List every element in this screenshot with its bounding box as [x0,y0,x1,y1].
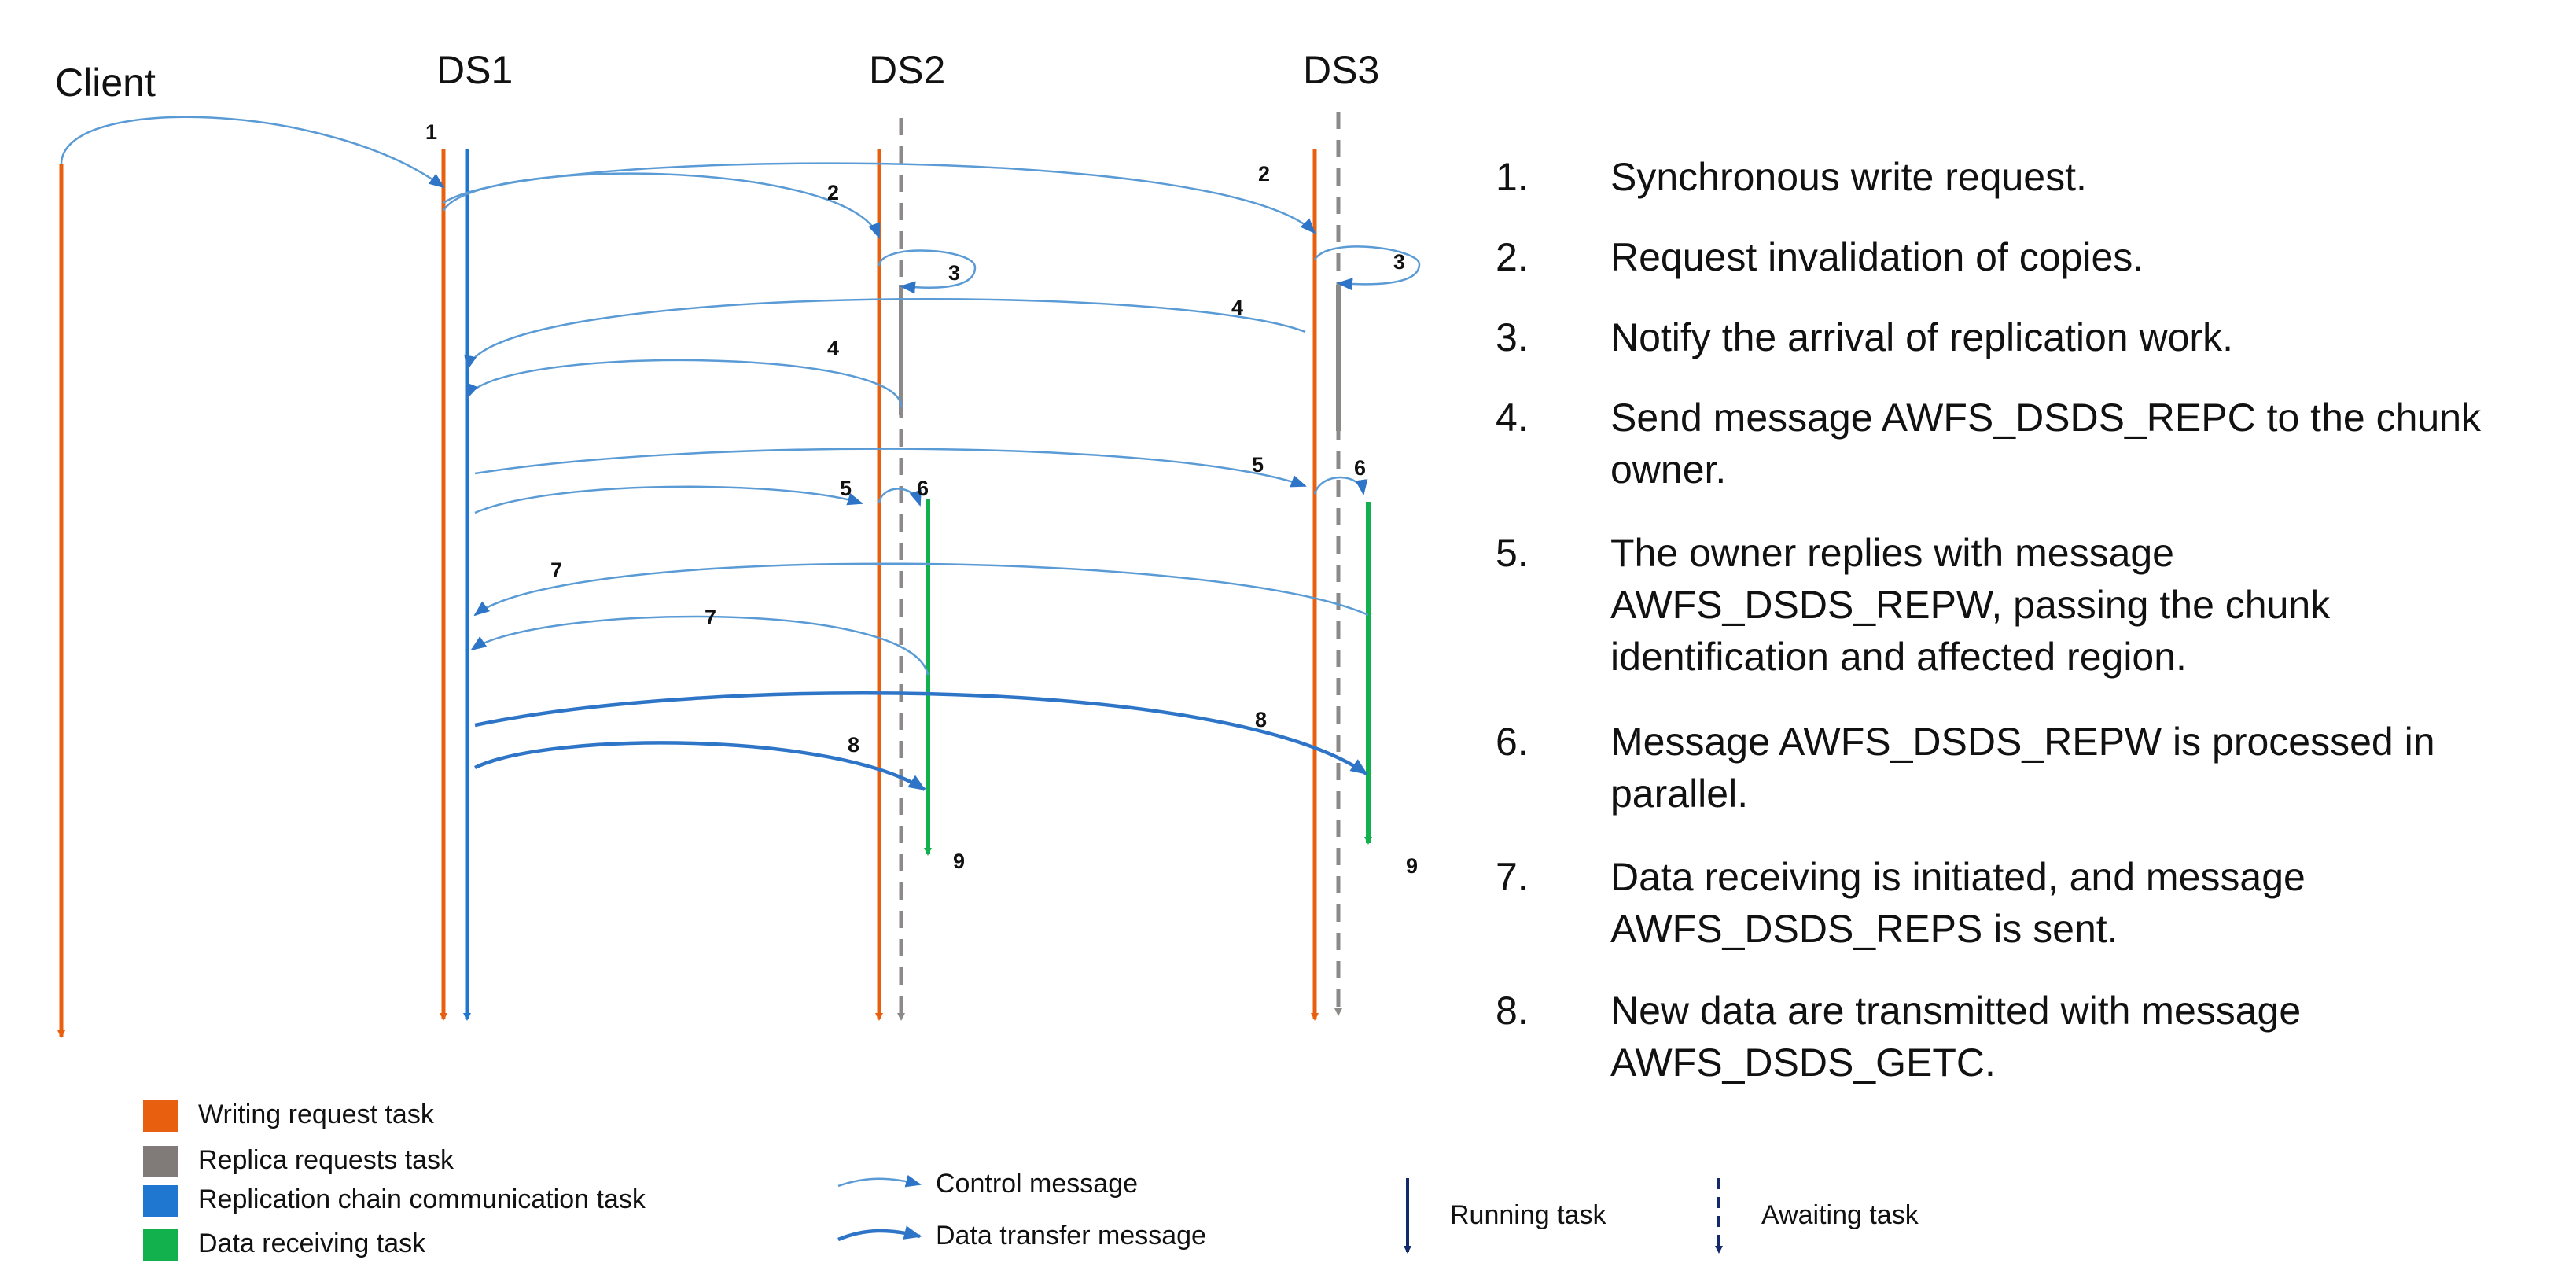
step-number: 4. [1496,396,1529,440]
lane-label-ds2: DS2 [869,48,945,92]
arrow-label: 4 [1231,296,1243,319]
step-number: 5. [1496,531,1529,575]
legend-label: Running task [1450,1200,1606,1230]
message-5-to-ds3 [474,448,1307,488]
legend-swatch-writing [143,1100,178,1132]
lane-label-client: Client [55,61,156,105]
message-4-from-ds2 [466,359,903,408]
arrow-label: 4 [827,337,839,360]
step-text: The owner replies with message [1610,531,2174,575]
legend-task-state: Running task Awaiting task [1404,1178,1919,1254]
arrow-label: 3 [948,261,960,285]
messages [60,116,1421,791]
message-3-ds3 [1313,245,1421,291]
legend-messages: Control message Data transfer message [837,1169,1206,1251]
arrow-label: 2 [827,181,839,204]
step-text: Request invalidation of copies. [1610,235,2144,279]
legend-label: Awaiting task [1761,1200,1919,1230]
step-number: 3. [1496,315,1529,359]
arrow-label: 6 [917,477,929,500]
legend-label: Data receiving task [198,1229,426,1258]
step-number: 7. [1496,855,1529,899]
message-7-from-ds3 [473,562,1369,617]
legend-swatch-replica-requests [143,1146,178,1177]
legend-tasks: Writing request task Replica requests ta… [143,1100,646,1261]
arrow-label: 5 [840,477,852,500]
arrow-label: 2 [1258,162,1270,186]
step-text: New data are transmitted with message [1610,989,2301,1033]
arrow-label: 8 [848,733,859,757]
step-text: AWFS_DSDS_REPS is sent. [1610,907,2118,951]
lifelines [57,112,1372,1038]
arrow-label: 7 [550,558,562,582]
message-1-control [60,116,445,189]
message-7-from-ds2 [470,615,929,676]
legend-label: Control message [936,1169,1138,1199]
arrow-labels: 1 2 2 3 3 4 4 5 5 6 6 7 7 8 8 9 9 [425,120,1418,878]
message-6-ds3 [1313,476,1368,495]
arrow-label: 7 [705,606,716,629]
arrow-label: 9 [953,849,965,873]
message-8-to-ds2 [474,741,926,791]
legend-label: Replication chain communication task [198,1184,646,1214]
message-2-to-ds3 [443,162,1316,234]
arrow-label: 5 [1252,453,1264,477]
step-number: 1. [1496,155,1529,199]
step-text: Message AWFS_DSDS_REPW is processed in [1610,720,2435,764]
lane-label-ds3: DS3 [1303,48,1379,92]
step-text: Data receiving is initiated, and message [1610,855,2306,899]
legend-data-transfer-arrow [837,1225,922,1242]
legend-label: Replica requests task [198,1145,454,1175]
step-text: owner. [1610,448,1726,492]
step-text: parallel. [1610,772,1748,816]
step-text: AWFS_DSDS_REPW, passing the chunk [1610,583,2331,627]
step-number: 6. [1496,720,1529,764]
legend-label: Data transfer message [936,1221,1206,1251]
legend-swatch-replication-chain [143,1185,178,1217]
step-text: AWFS_DSDS_GETC. [1610,1041,1996,1085]
legend-control-arrow [837,1174,922,1188]
step-text: Synchronous write request. [1610,155,2087,199]
step-text: Notify the arrival of replication work. [1610,315,2233,359]
arrow-label: 6 [1354,456,1366,480]
message-8-to-ds3 [474,691,1368,775]
arrow-label: 8 [1255,708,1267,731]
step-number: 8. [1496,989,1529,1033]
step-text: Send message AWFS_DSDS_REPC to the chunk [1610,396,2482,440]
step-list: 1. Synchronous write request. 2. Request… [1496,155,2482,1085]
legend-swatch-data-receiving [143,1229,178,1261]
arrow-label: 1 [425,120,437,144]
lane-label-ds1: DS1 [436,48,513,92]
step-text: identification and affected region. [1610,635,2187,679]
message-3-ds2 [878,249,977,294]
step-number: 2. [1496,235,1529,279]
arrow-label: 3 [1393,250,1405,274]
legend-label: Writing request task [198,1100,435,1129]
arrow-label: 9 [1406,854,1418,878]
message-4-from-ds3 [464,297,1306,371]
message-5-to-ds2 [474,485,863,514]
message-6-ds2 [878,488,922,507]
